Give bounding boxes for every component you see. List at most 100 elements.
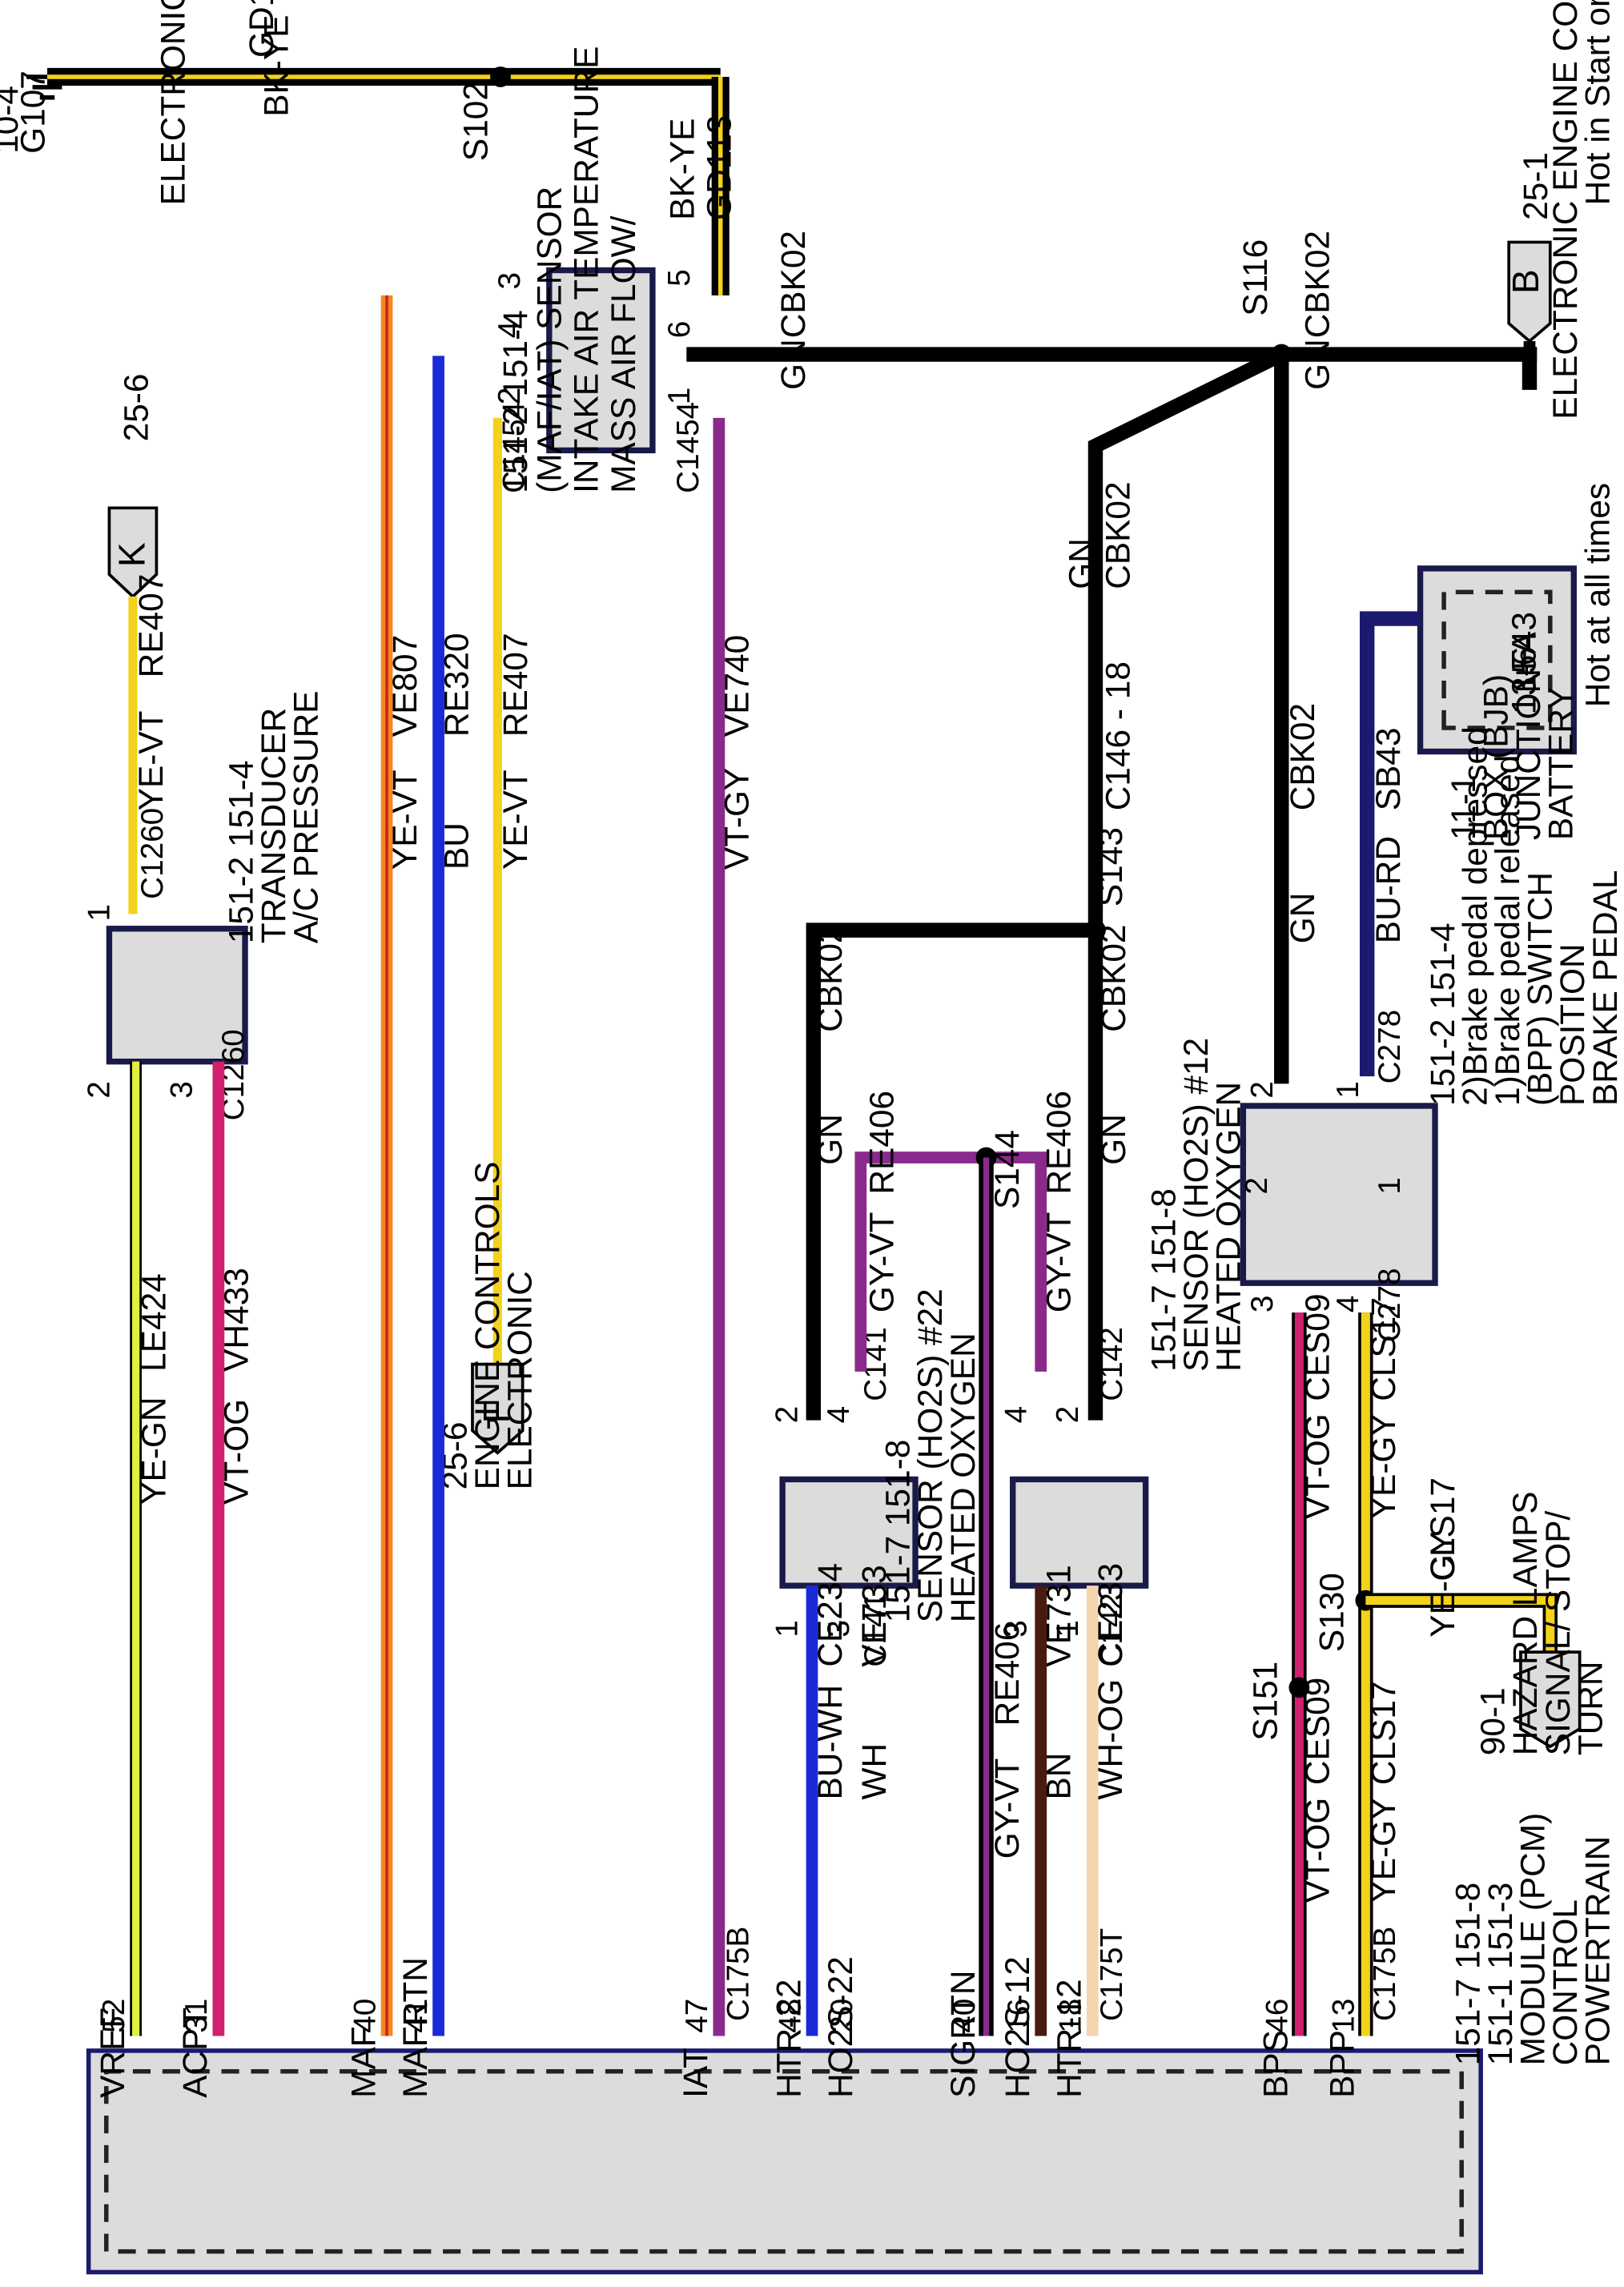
le424-circuit: LE424 [135, 1273, 172, 1372]
turn-line1: TURN [1571, 1661, 1609, 1755]
ac-pressure-box [106, 926, 248, 1065]
cbk02-color-1: GN [774, 339, 812, 390]
pcm-pin-num: 18 [1054, 1999, 1088, 2033]
bpp-sw-pin1: 1 [1373, 1177, 1407, 1195]
ac-pin1: 1 [82, 904, 116, 922]
c141-bottom: C141 [858, 1593, 893, 1667]
pcm-pin-name: ACPT [176, 2008, 214, 2098]
cbk02-bpp-color: GN [1284, 893, 1321, 944]
re406-b-color: GY-VT [1040, 1212, 1078, 1312]
cls17-a-circuit: CLS17 [1365, 1297, 1402, 1401]
le424-color: YE-GN [135, 1397, 172, 1505]
ces09-b-circuit: CES09 [1298, 1678, 1336, 1785]
re406-c-color: GY-VT [988, 1758, 1026, 1859]
connector-b-letter: B [1505, 269, 1546, 294]
gd113-vert-color: BK-YE [664, 119, 701, 220]
ac-pin2: 2 [82, 1081, 116, 1099]
ho2s-22-box [779, 1476, 919, 1589]
ce233-color: WH-OG [1091, 1679, 1129, 1800]
pcm-pin-name: HO2S-22 [822, 1956, 859, 2098]
cls17-b-circuit: CLS17 [1424, 1477, 1461, 1582]
h12-pin1: 1 [1051, 1620, 1085, 1638]
ac-line1: A/C PRESSURE [287, 691, 324, 944]
ac-line2: TRANSDUCER [255, 708, 292, 943]
pcm-pin-num: 47 [680, 1999, 714, 2033]
vh433-circuit: VH433 [218, 1268, 255, 1372]
splice-s151-label: S151 [1247, 1662, 1284, 1741]
cls17-c-color: YE-GY [1365, 1798, 1402, 1903]
re406-c-circuit: RE406 [988, 1622, 1026, 1726]
ces09-a-circuit: CES09 [1298, 1293, 1336, 1401]
maf-pin5: 5 [662, 269, 697, 287]
turn-line2: SIGNAL/ STOP/ [1539, 1510, 1577, 1755]
pcm-pin-num: 20 [825, 1999, 859, 2033]
pcm-pin-name: BPS [1257, 2030, 1295, 2098]
bjb-hot-label: Hot at all times [1579, 483, 1617, 707]
cbk02-bpp-circuit: CBK02 [1284, 703, 1321, 810]
wire-sb43 [1359, 611, 1421, 1077]
bpp-line3: (BPP) SWITCH [1521, 872, 1559, 1106]
c142-top: C142 [1095, 1327, 1129, 1401]
bpp-line4: 1)Brake pedal released [1489, 755, 1526, 1106]
maf-title-line4: 151-2 151-4 [496, 310, 534, 493]
turn-line4: 90-1 [1474, 1687, 1512, 1755]
ground-g107: G107 10-4 [0, 70, 68, 154]
maf-pin4: 4 [492, 321, 527, 339]
pcm-pin-num: 40 [348, 1999, 382, 2033]
bjb-line1: BATTERY [1542, 687, 1579, 841]
ho2s-12-box [1010, 1476, 1149, 1589]
pcm-pin-name: HO2S-12 [999, 1956, 1036, 2098]
sb43-circuit: SB43 [1369, 728, 1407, 811]
re407-k-circuit: RE407 [132, 574, 170, 678]
c175b-right: C175B [1368, 1927, 1402, 2021]
c142-bottom: C142 [1095, 1593, 1129, 1667]
ho2s12-line3: 151-7 151-8 [1145, 1188, 1183, 1372]
ho2s22-line3: 151-7 151-8 [879, 1440, 917, 1623]
ces09-a-color: VT-OG [1298, 1413, 1336, 1519]
cls17-b-color: YE-GY [1424, 1532, 1461, 1638]
bpp-switch-box [1240, 1103, 1438, 1286]
splice-s116-label: S116 [1236, 239, 1274, 316]
bpp-pin2: 2 [1245, 1081, 1280, 1099]
pcm-pin-name: HTR-12 [1051, 1980, 1088, 2098]
ground-page: 10-4 [0, 86, 25, 154]
pcm-line1: POWERTRAIN [1579, 1836, 1617, 2066]
bjb-line3: BOX (BJB) [1477, 674, 1514, 840]
connector-k-ref[interactable] [107, 506, 159, 599]
connector-f-ref[interactable] [471, 1362, 525, 1455]
splice-s143-label: S143 [1091, 827, 1129, 906]
ref-f-line2: ENGINE CONTROLS [468, 1161, 506, 1489]
ve731-circuit: VE731 [1040, 1565, 1078, 1666]
bpp-pin4: 4 [1331, 1296, 1365, 1313]
sb43-color: BU-RD [1369, 836, 1407, 943]
splice-s144-label: S144 [988, 1130, 1026, 1209]
cbk02-diag-circuit: CBK02 [1099, 481, 1136, 589]
connector-b-ref[interactable] [1507, 240, 1552, 344]
cls17-a-color: YE-GY [1365, 1413, 1402, 1519]
connector-c146: C146 - 18 [1099, 661, 1136, 810]
cbk02-s143-right-circuit: CBK02 [1095, 924, 1132, 1031]
maf-title-line1: MASS AIR FLOW/ [605, 215, 642, 492]
pcm-pin-name: VREF [94, 2008, 131, 2098]
ve740-color: VT-GY [718, 768, 756, 870]
re406-a-circuit: RE406 [862, 1091, 900, 1195]
bjb-fuse-f43: F43 [1505, 612, 1542, 670]
splice-s130-label: S130 [1313, 1573, 1351, 1652]
pcm-line3: MODULE (PCM) [1513, 1813, 1551, 2066]
maf-pin2: 2 [492, 388, 527, 405]
pcm-pins: 52 VREF 31 ACPT 40 MAF 41 MAFRTN 47 IAT … [94, 1956, 1361, 2098]
splice-s102 [490, 66, 511, 87]
bpp-sw-pin2: 2 [1240, 1177, 1274, 1195]
pcm-pin-name: BPP [1324, 2030, 1361, 2098]
maf-pin6: 6 [662, 321, 697, 339]
ve740-circuit: VE740 [718, 635, 756, 737]
h12-pin4: 4 [999, 1406, 1033, 1424]
ve733-color: WH [855, 1743, 893, 1800]
c1454-right: C1454 [671, 402, 705, 493]
splice-s151 [1288, 1677, 1310, 1698]
pcm-pin-num: 41 [400, 1999, 434, 2033]
pcm-pin-num: 52 [97, 1999, 131, 2033]
turn-signal-ref[interactable] [1519, 1650, 1582, 1749]
wire-cbk02-diag [1087, 344, 1292, 938]
maf-title-line3: (MAF/IAT) SENSOR [531, 187, 569, 493]
